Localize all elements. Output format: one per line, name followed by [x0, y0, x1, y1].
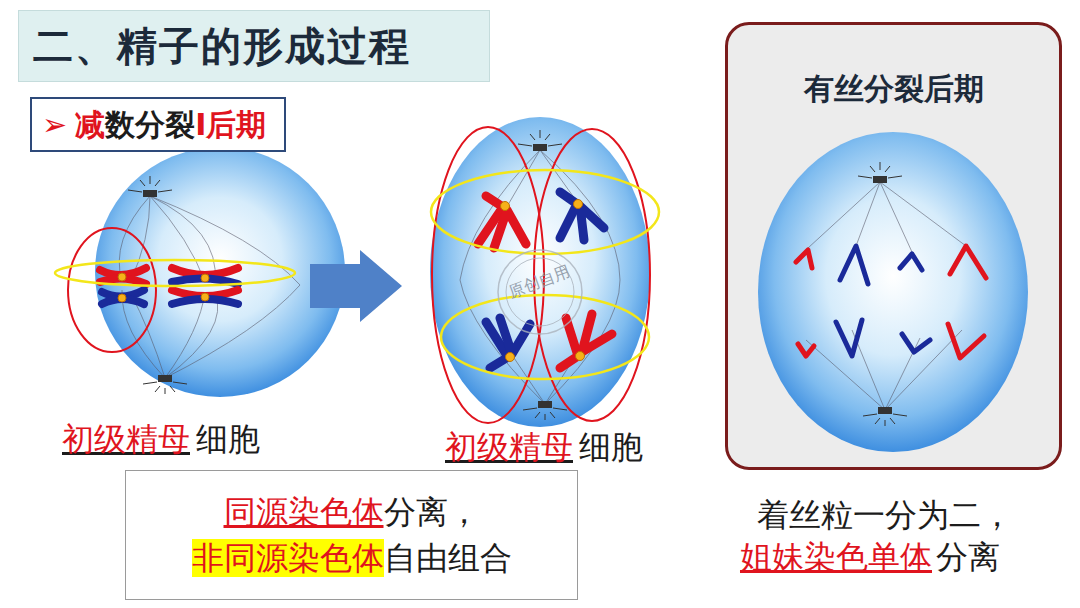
- mitosis-note: 着丝粒一分为二，: [757, 496, 1013, 534]
- cell-name: 初级精母: [62, 420, 190, 458]
- comparison-panel: 有丝分裂后期: [725, 22, 1062, 470]
- mitosis-note: 分离: [936, 538, 1000, 576]
- cell-name: 细胞: [579, 428, 643, 466]
- summary-text: 自由组合: [384, 539, 512, 577]
- slide-title: 二、精子的形成过程: [33, 19, 411, 74]
- section-heading: I后期: [195, 107, 266, 142]
- summary-text: 分离，: [384, 493, 480, 531]
- summary-text: 非同源染色体: [192, 539, 384, 577]
- panel-heading: 有丝分裂后期: [728, 69, 1059, 110]
- cell-name: 初级精母: [445, 428, 573, 466]
- mitosis-note: 姐妹染色单体: [740, 538, 932, 576]
- process-arrow: [310, 250, 402, 322]
- summary-box: 同源染色体分离，非同源染色体自由组合: [125, 470, 578, 600]
- primary-spermatocyte-metaphase: [55, 147, 345, 397]
- summary-line: 同源染色体分离，: [126, 489, 577, 535]
- summary-line: 非同源染色体自由组合: [126, 535, 577, 581]
- cell-name: 细胞: [196, 420, 260, 458]
- bullet-arrow: ➢: [42, 107, 67, 142]
- primary-spermatocyte-anaphase-one: [430, 117, 659, 427]
- mitosis-anaphase-cell: [758, 132, 1028, 452]
- panel-ground: [726, 23, 1061, 469]
- title-box: 二、精子的形成过程: [18, 10, 490, 82]
- section-box: ➢减数分裂I后期: [30, 97, 286, 152]
- section-heading: 数分裂: [105, 107, 195, 142]
- summary-text: 同源染色体: [224, 493, 384, 531]
- section-heading: 减: [75, 107, 105, 142]
